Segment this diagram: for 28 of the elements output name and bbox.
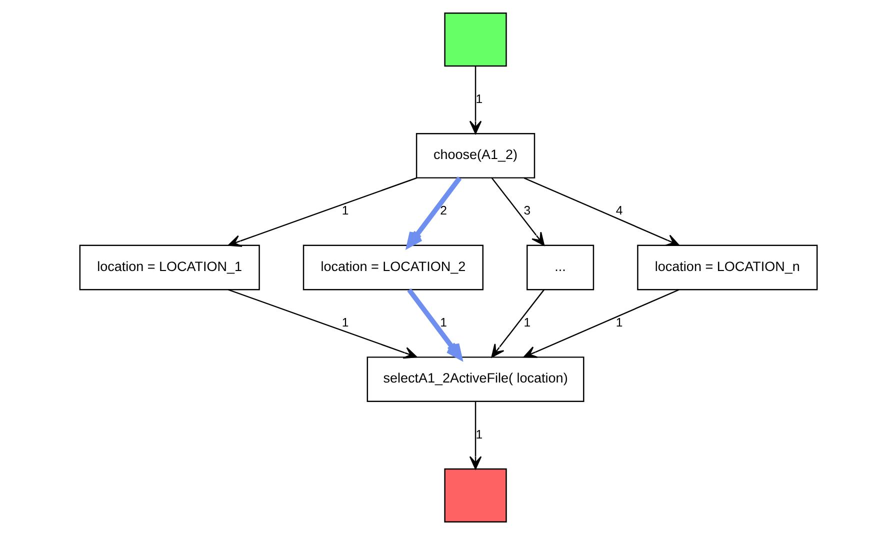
arrow — [406, 176, 462, 248]
edge-label: 1 — [341, 315, 348, 330]
node-box: location = LOCATION_n — [636, 244, 818, 290]
edge-label: 1 — [615, 315, 622, 330]
edge-label: 3 — [523, 204, 530, 218]
edge-label: 1 — [341, 204, 348, 218]
edge-label: 4 — [615, 204, 622, 218]
node-box: selectA1_2ActiveFile( location) — [366, 356, 584, 402]
node-box: location = LOCATION_2 — [302, 244, 484, 290]
arrow — [228, 289, 417, 359]
node-box — [444, 12, 506, 67]
arrow — [406, 288, 462, 360]
edge-label: 1 — [475, 427, 482, 442]
node-box: location = LOCATION_1 — [78, 244, 260, 290]
arrow — [523, 177, 680, 246]
edge-label: 1 — [440, 315, 446, 330]
arrow — [490, 178, 544, 246]
edge-label: 2 — [440, 204, 446, 218]
arrow — [468, 402, 482, 470]
arrow — [522, 289, 679, 358]
edge-label: 1 — [475, 92, 482, 106]
edge-label: 1 — [523, 315, 530, 330]
arrow — [468, 66, 482, 134]
node-box — [444, 468, 506, 522]
node-box: choose(A1_2) — [415, 132, 535, 178]
arrow — [490, 289, 544, 358]
node-box: ... — [526, 244, 594, 290]
arrow — [227, 177, 417, 247]
